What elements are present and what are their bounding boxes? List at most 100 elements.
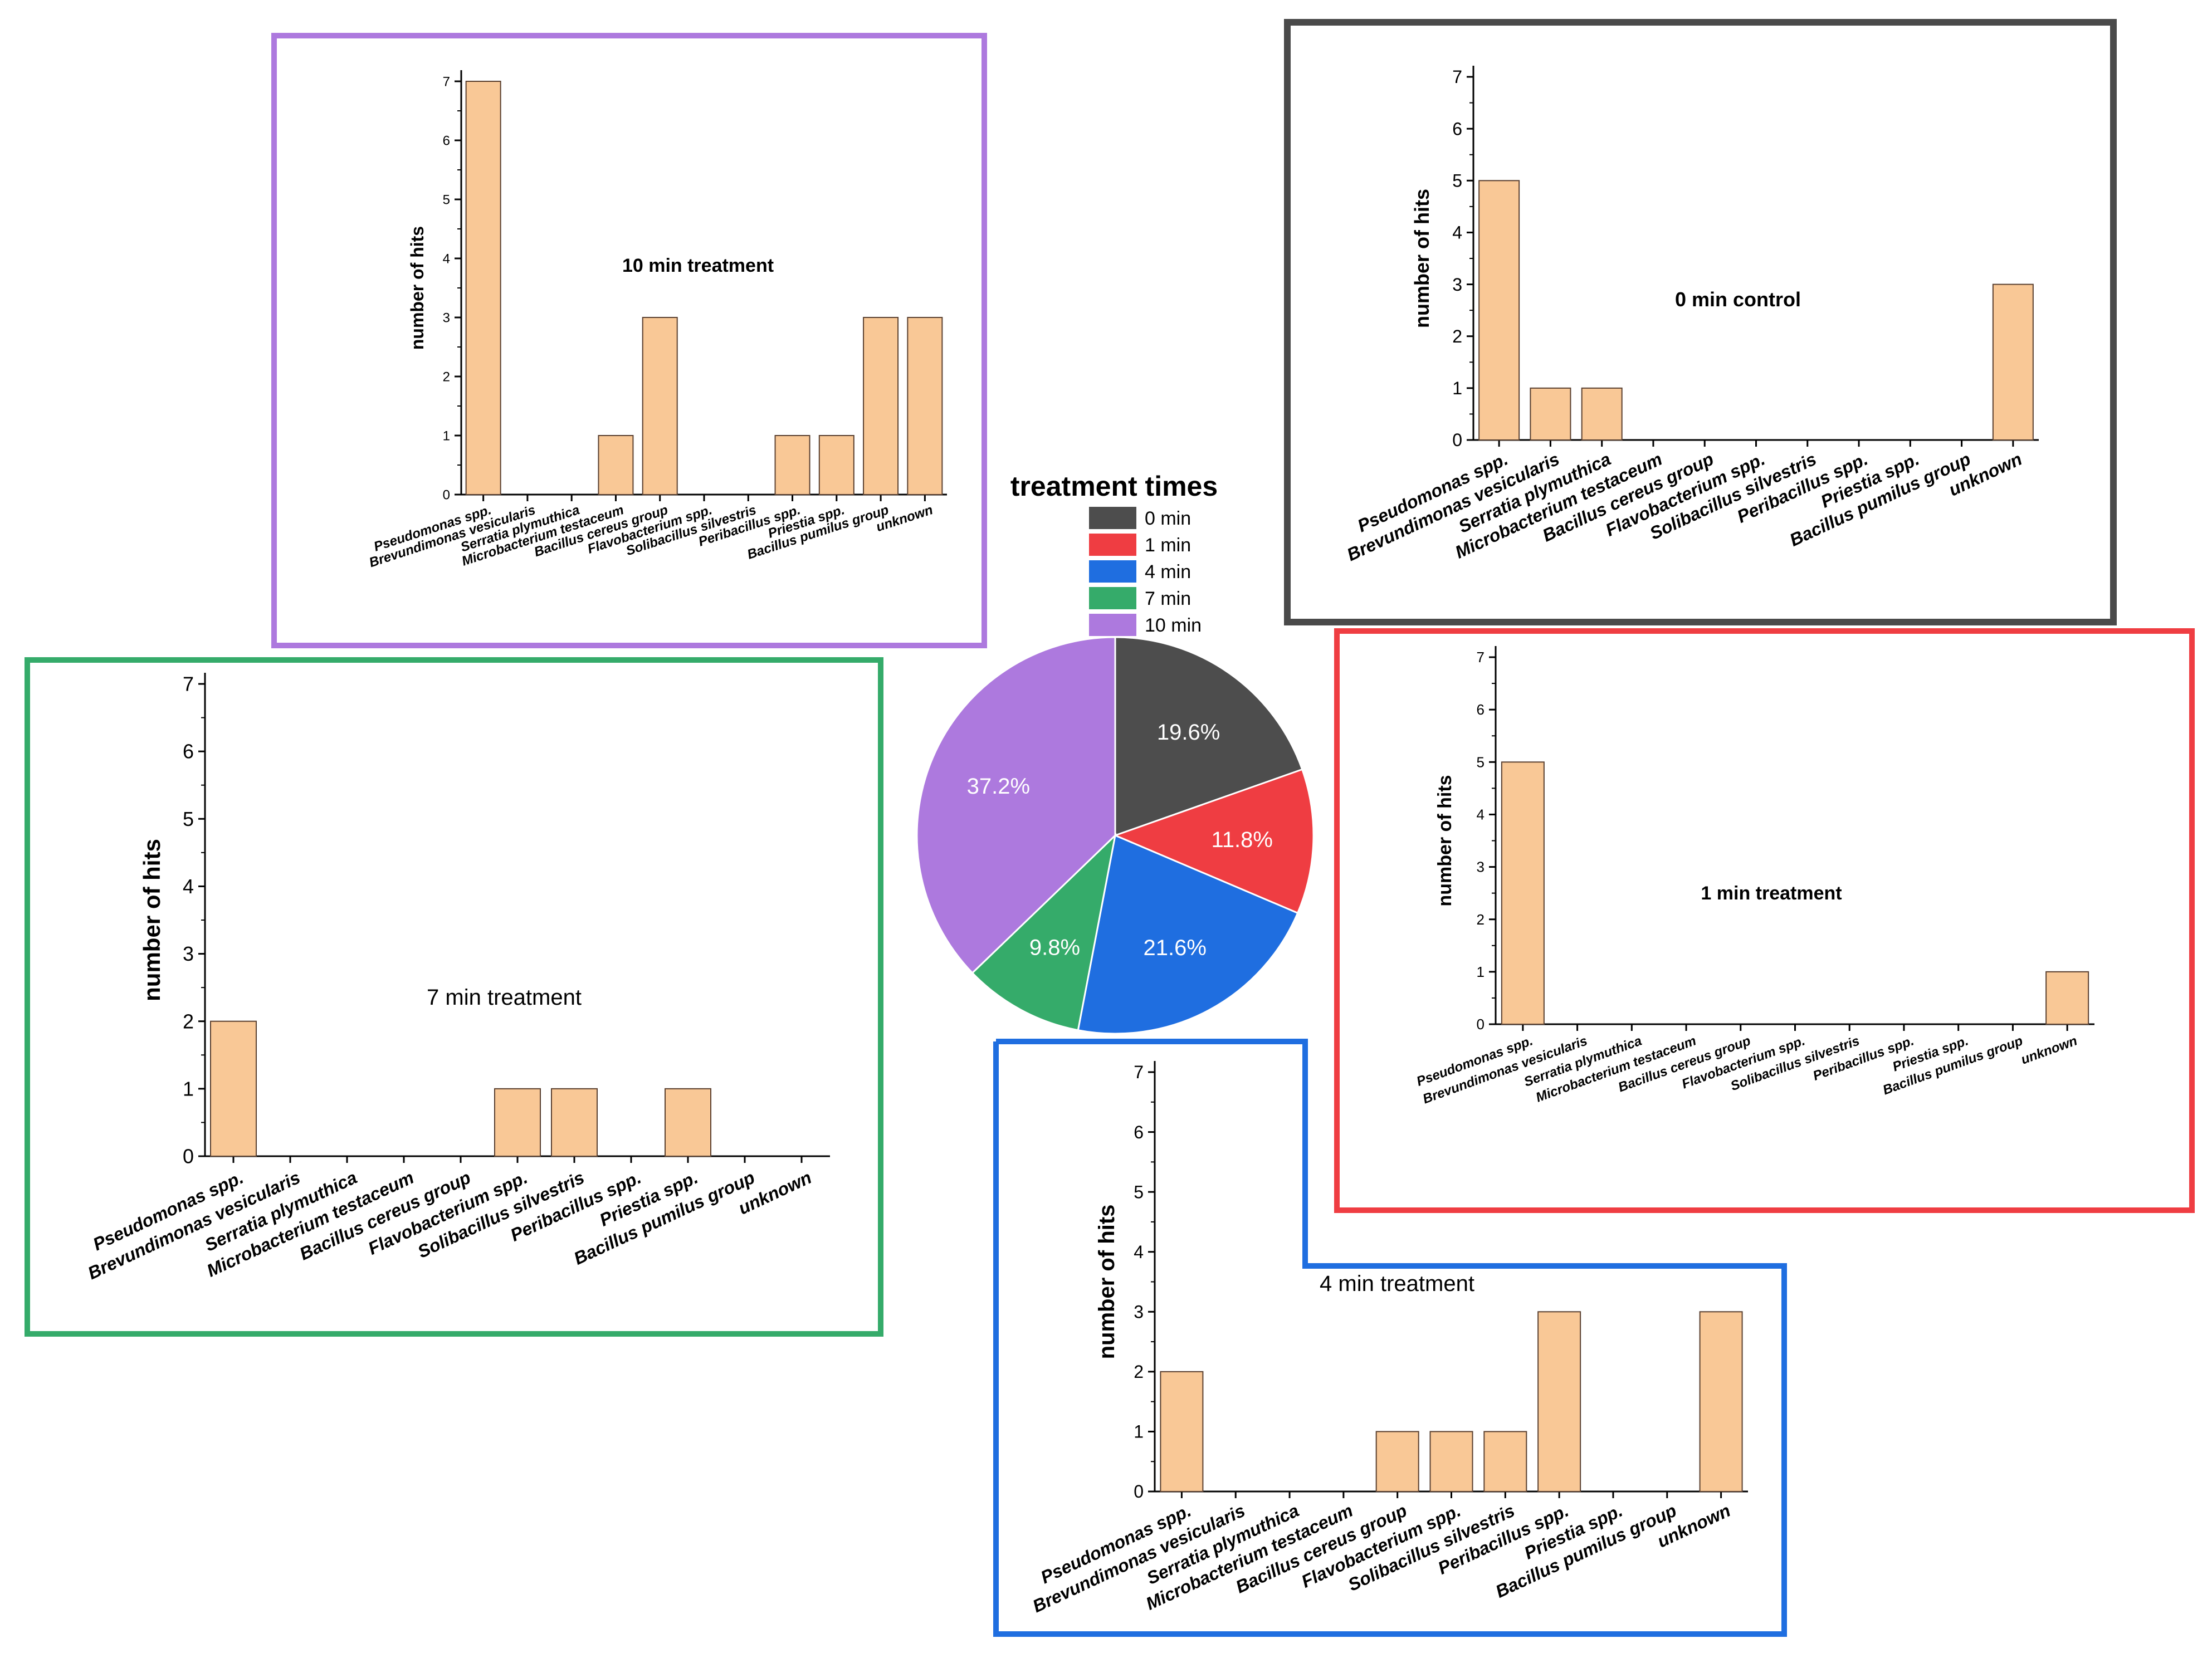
pie-percent-label: 19.6% [1157, 720, 1220, 745]
bar [665, 1088, 711, 1157]
legend-label: 1 min [1145, 535, 1191, 556]
y-tick-label: 0 [1477, 1016, 1485, 1033]
y-tick-label: 7 [183, 673, 194, 696]
legend-label: 7 min [1145, 588, 1191, 609]
pie-percent-label: 37.2% [967, 774, 1030, 799]
frame-10min [271, 33, 987, 648]
y-tick-label: 3 [183, 942, 194, 965]
frame-7min [25, 657, 883, 1337]
bar [1537, 1311, 1581, 1492]
y-axis-label: number of hits [1410, 189, 1433, 328]
legend-swatch [1089, 614, 1136, 636]
y-tick-label: 0 [1452, 430, 1462, 450]
bar [863, 317, 899, 495]
bar [1429, 1431, 1473, 1492]
y-axis-label: number of hits [1095, 1205, 1119, 1359]
y-tick-label: 5 [443, 192, 450, 207]
pie-slice-4min [1077, 834, 1299, 1035]
y-tick-label: 3 [1134, 1302, 1144, 1322]
pie-percent-label: 21.6% [1144, 936, 1207, 960]
y-tick-label: 5 [1134, 1182, 1144, 1202]
pie-percent-label: 9.8% [1029, 935, 1080, 960]
y-tick-label: 1 [1134, 1422, 1144, 1442]
y-tick-label: 2 [1134, 1362, 1144, 1382]
y-tick-label: 6 [443, 133, 450, 148]
y-tick-label: 4 [183, 875, 194, 898]
y-tick-label: 4 [1452, 223, 1462, 243]
pie-slice-7min [971, 833, 1117, 1031]
y-axis-label: number of hits [1434, 775, 1456, 906]
bar [598, 435, 634, 495]
y-tick-label: 4 [1477, 806, 1485, 823]
y-axis-label: number of hits [139, 839, 165, 1001]
y-tick-label: 5 [1452, 170, 1462, 190]
y-tick-label: 2 [443, 369, 450, 384]
panel-title-10min: 10 min treatment [622, 255, 774, 276]
y-tick-label: 7 [1134, 1062, 1144, 1082]
bar [465, 81, 501, 495]
y-axis-label: number of hits [407, 226, 427, 350]
panel-title-1min: 1 min treatment [1701, 883, 1842, 904]
y-tick-label: 4 [443, 251, 450, 266]
y-tick-label: 1 [183, 1077, 194, 1100]
y-tick-label: 3 [1452, 275, 1462, 295]
frame-0min [1284, 19, 2117, 625]
frame-4min [993, 1039, 1787, 1637]
y-tick-label: 7 [1452, 67, 1462, 87]
pie-percent-label: 11.8% [1212, 828, 1273, 852]
bar [1375, 1431, 1419, 1492]
bar [1478, 180, 1520, 441]
bar [818, 435, 854, 495]
bar [907, 317, 943, 495]
y-tick-label: 6 [1134, 1122, 1144, 1142]
bar [1699, 1311, 1743, 1492]
y-tick-label: 6 [1452, 119, 1462, 139]
y-tick-label: 2 [183, 1010, 194, 1033]
y-tick-label: 7 [443, 74, 450, 89]
y-tick-label: 7 [1477, 649, 1485, 666]
panel-title-7min: 7 min treatment [427, 985, 582, 1010]
bar [1530, 387, 1571, 441]
frame-1min [1334, 628, 2195, 1213]
pie-chart: 19.6% 11.8% 21.6% 9.8% 37.2% [916, 636, 1315, 1035]
y-tick-label: 3 [443, 310, 450, 325]
legend-label: 10 min [1145, 615, 1202, 636]
y-tick-label: 0 [183, 1145, 194, 1168]
bar [1992, 283, 2034, 441]
bar [2045, 971, 2089, 1025]
y-tick-label: 1 [1477, 964, 1485, 980]
y-tick-label: 2 [1452, 326, 1462, 346]
bar [210, 1020, 257, 1157]
pie-legend-title: treatment times [1010, 471, 1218, 502]
y-tick-label: 1 [1452, 378, 1462, 398]
pie-slice-10min [916, 636, 1116, 975]
y-tick-label: 0 [1134, 1481, 1144, 1502]
y-tick-label: 5 [1477, 754, 1485, 770]
legend-swatch [1089, 587, 1136, 609]
y-tick-label: 2 [1477, 911, 1485, 928]
panel-title-0min: 0 min control [1675, 288, 1801, 311]
pie-legend: treatment times 0 min 1 min 4 min 7 min 10 m… [1010, 471, 1218, 636]
y-tick-label: 6 [1477, 701, 1485, 718]
bar [774, 435, 810, 495]
y-tick-label: 1 [443, 428, 450, 443]
y-tick-label: 3 [1477, 859, 1485, 876]
y-tick-label: 4 [1134, 1242, 1144, 1262]
bar [1160, 1371, 1204, 1493]
legend-label: 0 min [1145, 508, 1191, 529]
pie-legend-items: 0 min 1 min 4 min 7 min 10 min [1089, 507, 1202, 636]
bar [1581, 387, 1623, 441]
legend-swatch [1089, 560, 1136, 583]
bar [494, 1088, 541, 1157]
legend-label: 4 min [1145, 561, 1191, 583]
bar [551, 1088, 598, 1157]
bar [1501, 761, 1545, 1025]
legend-swatch [1089, 507, 1136, 529]
legend-swatch [1089, 534, 1136, 556]
y-tick-label: 5 [183, 808, 194, 830]
